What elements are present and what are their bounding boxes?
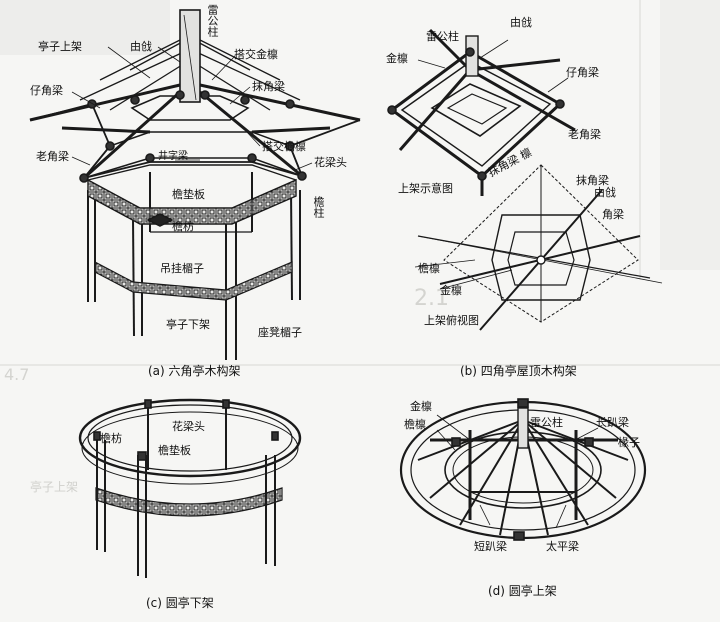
fig-c-label-yandianban: 檐垫板 <box>158 444 191 457</box>
leader-lines <box>71 39 599 529</box>
fig-c-label-hualiangtou: 花梁头 <box>172 420 205 433</box>
fig-b-plan-view <box>417 164 663 331</box>
fig-b-label-mojiaoliang2: 抹角梁 <box>576 174 609 187</box>
fig-a-label-hualiangtou: 花梁头 <box>314 156 347 169</box>
fig-a-label-tingzi-shangjia: 亭子上架 <box>38 40 82 53</box>
fig-a-label-zijiaoliang: 仔角梁 <box>30 84 63 97</box>
fig-d-round-upper-frame <box>399 398 647 541</box>
fig-a-angle-beams <box>29 83 361 180</box>
fig-d-label-yanlin: 檐檩 <box>404 418 426 431</box>
fig-d-label-leigongzhu: 雷公柱 <box>530 416 563 429</box>
fig-d-label-duanpaliang: 短趴梁 <box>474 540 507 553</box>
fig-b-label-jinlin: 金檩 <box>386 52 408 65</box>
bg-shading <box>0 0 720 366</box>
fig-b-label-jinlin2: 金檩 <box>440 284 462 297</box>
fig-a-label-diaogua-mianzi: 吊挂楣子 <box>160 262 204 275</box>
fig-c-label-yanfang: 檐枋 <box>100 432 122 445</box>
fig-b-label-jiaoliang: 角梁 <box>602 208 624 221</box>
fig-a-label-jiajiao-jinlin: 搭交金檩 <box>234 48 278 61</box>
fig-b-label-shangjia-fushitu: 上架俯视图 <box>424 314 479 327</box>
bg-line-number: 4.7 <box>4 365 30 384</box>
fig-a-seat-lattice <box>94 261 293 301</box>
fig-a-label-yanzhu: 檐柱 <box>312 196 325 218</box>
fig-a-label-yanfang: 檐枋 <box>172 220 194 233</box>
fig-b-label-shangjia-shiyitu: 上架示意图 <box>398 182 453 195</box>
fig-c-round-lower-frame <box>78 398 302 578</box>
fig-a-label-jingziliang: 井字梁 <box>158 151 188 162</box>
fig-a-label-yandianban: 檐垫板 <box>172 188 205 201</box>
fig-a-label-tingzi-xiajia: 亭子下架 <box>166 318 210 331</box>
fig-a-columns <box>87 172 301 360</box>
bg-note: 亭子上架 <box>30 480 79 494</box>
fig-b-label-youjian2: 由戗 <box>594 186 616 199</box>
fig-b-label-laojiaoliang: 老角梁 <box>568 128 601 141</box>
fig-b-caption: (b) 四角亭屋顶木构架 <box>460 364 577 378</box>
fig-c-caption: (c) 圆亭下架 <box>146 596 214 610</box>
fig-d-label-changpaliang: 长趴梁 <box>596 416 629 429</box>
fig-a-label-zuodeng-mianzi: 座凳楣子 <box>258 326 302 339</box>
fig-a-label-leigongzhu: 雷公柱 <box>206 4 219 37</box>
fig-d-label-chuanzi: 椽子 <box>618 436 640 449</box>
fig-b-four-corner-roof <box>387 28 663 331</box>
fig-a-rafters <box>79 35 301 111</box>
fig-a-eave-ring <box>29 102 361 180</box>
fig-a-label-laojiaoliang: 老角梁 <box>36 150 69 163</box>
fig-a-label-mojiaoliang: 抹角梁 <box>252 80 285 93</box>
fig-a-eave-lattice <box>87 178 297 225</box>
fig-d-label-jinlin: 金檩 <box>410 400 432 413</box>
fig-a-label-youjian: 由戗 <box>130 40 152 53</box>
fig-b-label-yanlin: 檐檩 <box>418 262 440 275</box>
fig-b-label-zijiaoliang: 仔角梁 <box>566 66 599 79</box>
fig-b-label-youjian: 由戗 <box>510 16 532 29</box>
fig-d-label-taipingliang: 太平梁 <box>546 540 579 553</box>
fig-a-log-ends <box>79 90 307 183</box>
fig-d-caption: (d) 圆亭上架 <box>488 584 557 598</box>
fig-a-caption: (a) 六角亭木构架 <box>148 364 241 378</box>
bg-section-number: 2.1 <box>414 286 449 311</box>
fig-a-hexagonal-pavilion <box>29 9 361 360</box>
fig-b-label-leigongzhu: 雷公柱 <box>426 30 459 43</box>
fig-a-label-jiajiao-yanlin: 搭交檐檩 <box>262 140 306 153</box>
